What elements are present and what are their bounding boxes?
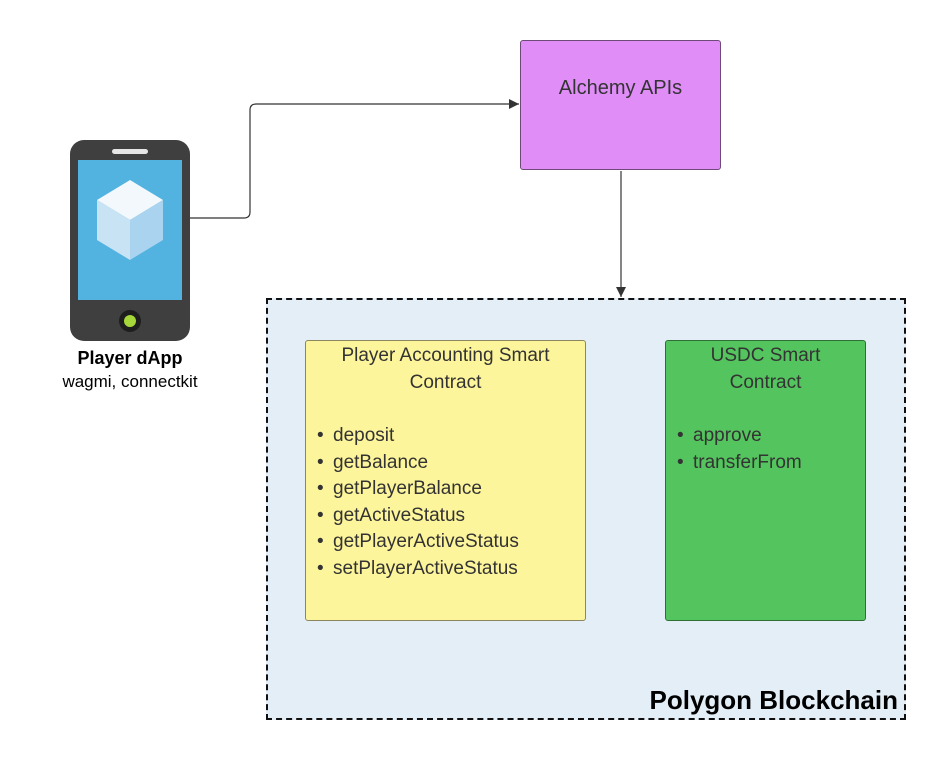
player_contract-function-item: getPlayerActiveStatus (317, 529, 519, 556)
player_contract-function-item: setPlayerActiveStatus (317, 556, 519, 583)
player_contract-function-item: deposit (317, 423, 519, 450)
alchemy-apis-node: Alchemy APIs (520, 40, 721, 170)
player-accounting-contract-title: Player Accounting Smart Contract (341, 345, 550, 393)
polygon-blockchain-label: Polygon Blockchain (649, 685, 899, 715)
usdc-contract-function-list: approvetransferFrom (677, 423, 802, 476)
player-dapp-title: Player dApp (77, 348, 183, 368)
smartphone-app-icon (70, 140, 190, 341)
player_contract-function-item: getActiveStatus (317, 503, 519, 530)
alchemy-apis-label: Alchemy APIs (558, 77, 683, 99)
usdc_contract-function-item: transferFrom (677, 450, 802, 477)
player-dapp-caption: Player dApp wagmi, connectkit (30, 347, 230, 393)
player-accounting-contract-node: Player Accounting Smart Contract deposit… (305, 340, 586, 621)
player_contract-function-item: getPlayerBalance (317, 476, 519, 503)
usdc-contract-title: USDC Smart Contract (710, 345, 821, 393)
player-contract-function-list: depositgetBalancegetPlayerBalancegetActi… (317, 423, 519, 583)
usdc_contract-function-item: approve (677, 423, 802, 450)
connector-arrow-player-dapp-to-alchemy (190, 99, 519, 219)
usdc-contract-node: USDC Smart Contract approvetransferFrom (665, 340, 866, 621)
player_contract-function-item: getBalance (317, 450, 519, 477)
player-dapp-subtitle: wagmi, connectkit (62, 372, 198, 391)
